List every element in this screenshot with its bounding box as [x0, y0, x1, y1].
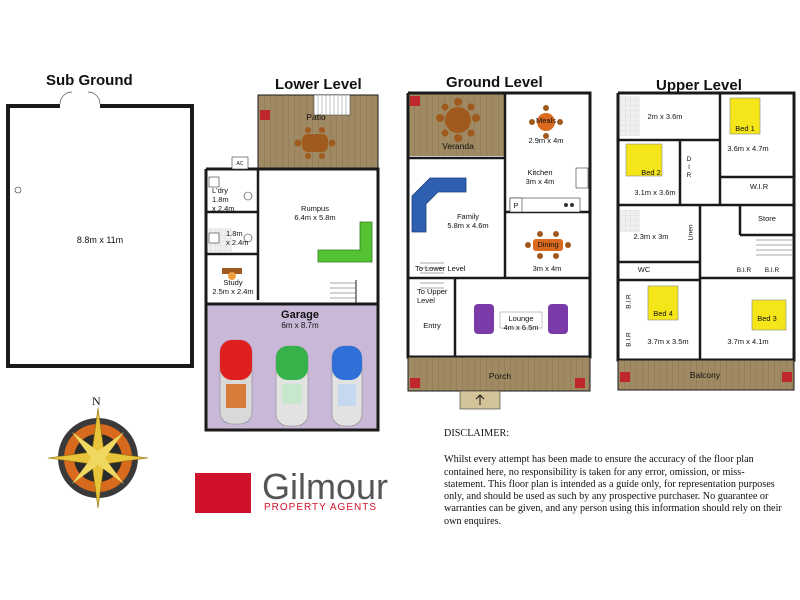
lower-level-plan [204, 94, 380, 432]
bed3-label: Bed 3 [757, 314, 777, 323]
dining-label: Dining [537, 240, 559, 249]
family-name: Family [456, 212, 480, 221]
bir-label-4: B.I.R [625, 332, 633, 347]
balcony-label: Balcony [689, 370, 721, 380]
bed1-label: Bed 1 [735, 124, 755, 133]
kitchen-name: Kitchen [527, 168, 553, 177]
laundry-name: L'dry [212, 186, 229, 195]
bed3-dim: 3.7m x 4.1m [727, 337, 769, 346]
to-upper-line-1: To Upper [417, 287, 448, 296]
disclaimer-body: Whilst every attempt has been made to en… [444, 454, 782, 527]
meals-name: Meals [535, 116, 556, 125]
dining-table-icon [525, 231, 571, 259]
disclaimer: DISCLAIMER: Whilst every attempt has bee… [444, 428, 784, 528]
upper-level-title: Upper Level [656, 77, 742, 94]
meals-table-icon [529, 105, 563, 139]
ground-level-plan [406, 91, 592, 410]
bed2-dim: 3.1m x 3.6m [634, 188, 676, 197]
bir-label-3: B.I.R [625, 294, 633, 309]
sub-ground-plan [6, 91, 194, 368]
rumpus-dim: 6.4m x 5.8m [294, 213, 336, 222]
study-name: Study [223, 278, 243, 287]
to-upper-line-2: Level [417, 296, 435, 305]
bed4-dim: 3.7m x 3.5m [647, 337, 689, 346]
disclaimer-heading: DISCLAIMER: [444, 428, 510, 439]
upper-level-plan [616, 91, 796, 391]
store-label: Store [758, 214, 776, 223]
garage-room: Garage 6m x 8.7m [262, 309, 338, 330]
dir-letter-1: D [686, 156, 692, 163]
family-dim: 5.8m x 4.6m [447, 221, 489, 230]
veranda-label: Veranda [442, 141, 474, 151]
lower-level-title: Lower Level [275, 76, 362, 93]
bir-label-2: B.I.R [764, 267, 780, 274]
lounge-dim: 4m x 6.5m [503, 323, 539, 332]
garage-name: Garage [281, 309, 319, 321]
meals-dim: 2.9m x 4m [528, 136, 564, 145]
to-lower-level-label: To Lower Level [415, 264, 466, 273]
family-room: Family 5.8m x 4.6m [440, 212, 496, 230]
patio-table-icon [294, 127, 336, 159]
rumpus-sofa-icon [317, 221, 373, 263]
lounge-room: Lounge 4m x 6.5m [496, 314, 546, 332]
rumpus-room: Rumpus 6.4m x 5.8m [280, 204, 350, 222]
logo-name: Gilmour [262, 466, 389, 507]
study-dim: 2.5m x 2.4m [212, 287, 254, 296]
porch-label: Porch [488, 371, 512, 381]
dir-letter-3: R [686, 172, 692, 179]
red-car-icon [219, 339, 253, 425]
kitchen-room: Kitchen 3m x 4m [515, 168, 565, 186]
family-sofa-icon [411, 177, 467, 233]
pantry-label: P [513, 201, 519, 210]
dir-label: D I R [684, 156, 694, 180]
veranda-table-icon [436, 98, 480, 142]
bed2-label: Bed 2 [641, 168, 661, 177]
meals-room: Meals 2.9m x 4m [520, 116, 572, 145]
green-car-icon [275, 345, 309, 427]
dir-letter-2: I [688, 164, 690, 171]
lounge-sofa-icon [474, 304, 568, 334]
compass-icon [47, 407, 149, 509]
laundry-room: L'dry 1.8m x 2.4m [212, 186, 248, 213]
upper-bath-dim: 2.3m x 3m [633, 232, 669, 241]
rumpus-name: Rumpus [301, 204, 329, 213]
entry-label: Entry [423, 321, 441, 330]
lounge-name: Lounge [508, 314, 534, 323]
upper-room-top-left-dim: 2m x 3.6m [647, 112, 683, 121]
lower-bath-dim-2: x 2.4m [226, 238, 249, 247]
study-room: Study 2.5m x 2.4m [206, 278, 260, 296]
laundry-dim-2: x 2.4m [212, 204, 235, 213]
ground-level-title: Ground Level [446, 74, 543, 91]
bir-label-1: B.I.R [736, 267, 752, 274]
wc-label: WC [637, 265, 651, 274]
kitchen-dim: 3m x 4m [525, 177, 555, 186]
lower-bath-dim-1: 1.8m [226, 229, 243, 238]
logo-mark [195, 473, 251, 513]
lower-bath-room: 1.8m x 2.4m [226, 229, 258, 247]
garage-dim: 6m x 8.7m [281, 321, 319, 330]
logo-subtitle: PROPERTY AGENTS [264, 502, 377, 513]
bed1-dim: 3.6m x 4.7m [727, 144, 769, 153]
sub-ground-dimension: 8.8m x 11m [76, 235, 124, 245]
dining-dim: 3m x 4m [532, 264, 562, 273]
bed4-label: Bed 4 [653, 309, 673, 318]
linen-label: Linen [687, 224, 695, 241]
to-upper-level-label: To Upper Level [417, 287, 447, 305]
compass-north-label: N [92, 394, 101, 408]
patio-label: Patio [306, 112, 326, 122]
laundry-dim-1: 1.8m [212, 195, 229, 204]
sub-ground-title: Sub Ground [46, 72, 133, 89]
ac-label: AC [236, 161, 244, 167]
blue-car-icon [331, 345, 363, 427]
wir-label: W.I.R [749, 182, 769, 191]
